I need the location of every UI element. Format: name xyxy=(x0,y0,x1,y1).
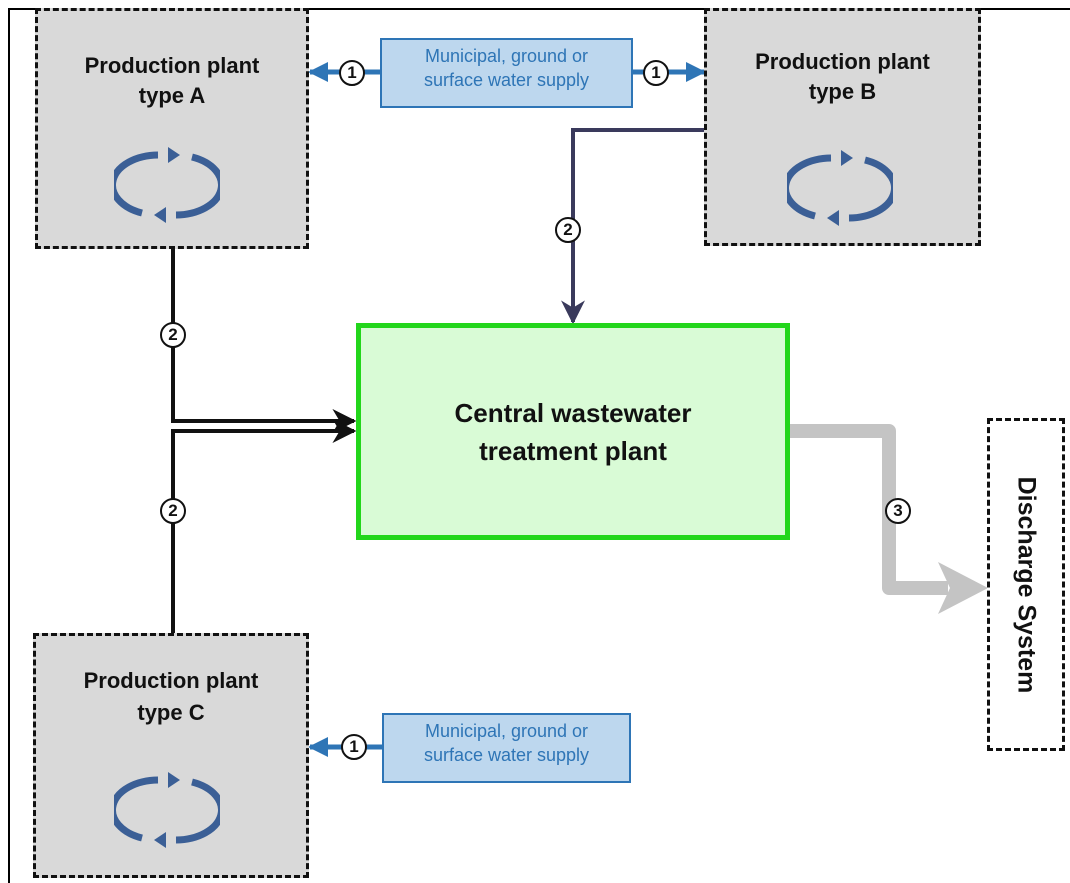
treated-effluent-flow xyxy=(790,424,948,595)
step-2-badge: 2 xyxy=(160,322,186,348)
water-supply-box-top: Municipal, ground or surface water suppl… xyxy=(380,38,633,108)
plant-a-title-line2: type A xyxy=(138,83,206,108)
production-plant-c: Production plant type C xyxy=(33,633,309,878)
diagram-frame xyxy=(8,8,1070,883)
circular-arrows-icon xyxy=(114,147,220,223)
step-2-badge: 2 xyxy=(160,498,186,524)
plant-c-wastewater-flow xyxy=(171,419,357,633)
step-1-badge: 1 xyxy=(339,60,365,86)
treated-effluent-arrowhead xyxy=(938,562,988,614)
discharge-system: Discharge System xyxy=(987,418,1065,751)
step-1-badge: 1 xyxy=(643,60,669,86)
discharge-system-label: Discharge System xyxy=(1012,476,1041,693)
step-2-badge: 2 xyxy=(555,217,581,243)
water-supply-box-bottom: Municipal, ground or surface water suppl… xyxy=(382,713,631,783)
production-plant-b: Production plant type B xyxy=(704,8,981,246)
central-wastewater-treatment-plant: Central wastewater treatment plant xyxy=(356,323,790,540)
step-1-badge: 1 xyxy=(341,734,367,760)
plant-a-wastewater-flow xyxy=(171,249,357,433)
plant-c-title-line2: type C xyxy=(137,700,205,725)
plant-b-title-line1: Production plant xyxy=(755,49,930,74)
water-supply-top-line2: surface water supply xyxy=(423,70,590,90)
water-supply-bottom-line2: surface water supply xyxy=(423,745,590,765)
plant-b-title-line2: type B xyxy=(808,79,877,104)
water-supply-bottom-line1: Municipal, ground or xyxy=(424,721,589,741)
plant-c-title-line1: Production plant xyxy=(83,668,259,693)
step-3-badge: 3 xyxy=(885,498,911,524)
production-plant-a: Production plant type A xyxy=(35,8,309,249)
circular-arrows-icon xyxy=(114,772,220,848)
plant-a-title-line1: Production plant xyxy=(84,53,260,78)
water-supply-top-line1: Municipal, ground or xyxy=(424,46,589,66)
central-plant-title-line1: Central wastewater xyxy=(454,397,692,428)
central-plant-title-line2: treatment plant xyxy=(479,435,667,466)
circular-arrows-icon xyxy=(787,150,893,226)
plant-b-wastewater-flow xyxy=(561,128,704,325)
